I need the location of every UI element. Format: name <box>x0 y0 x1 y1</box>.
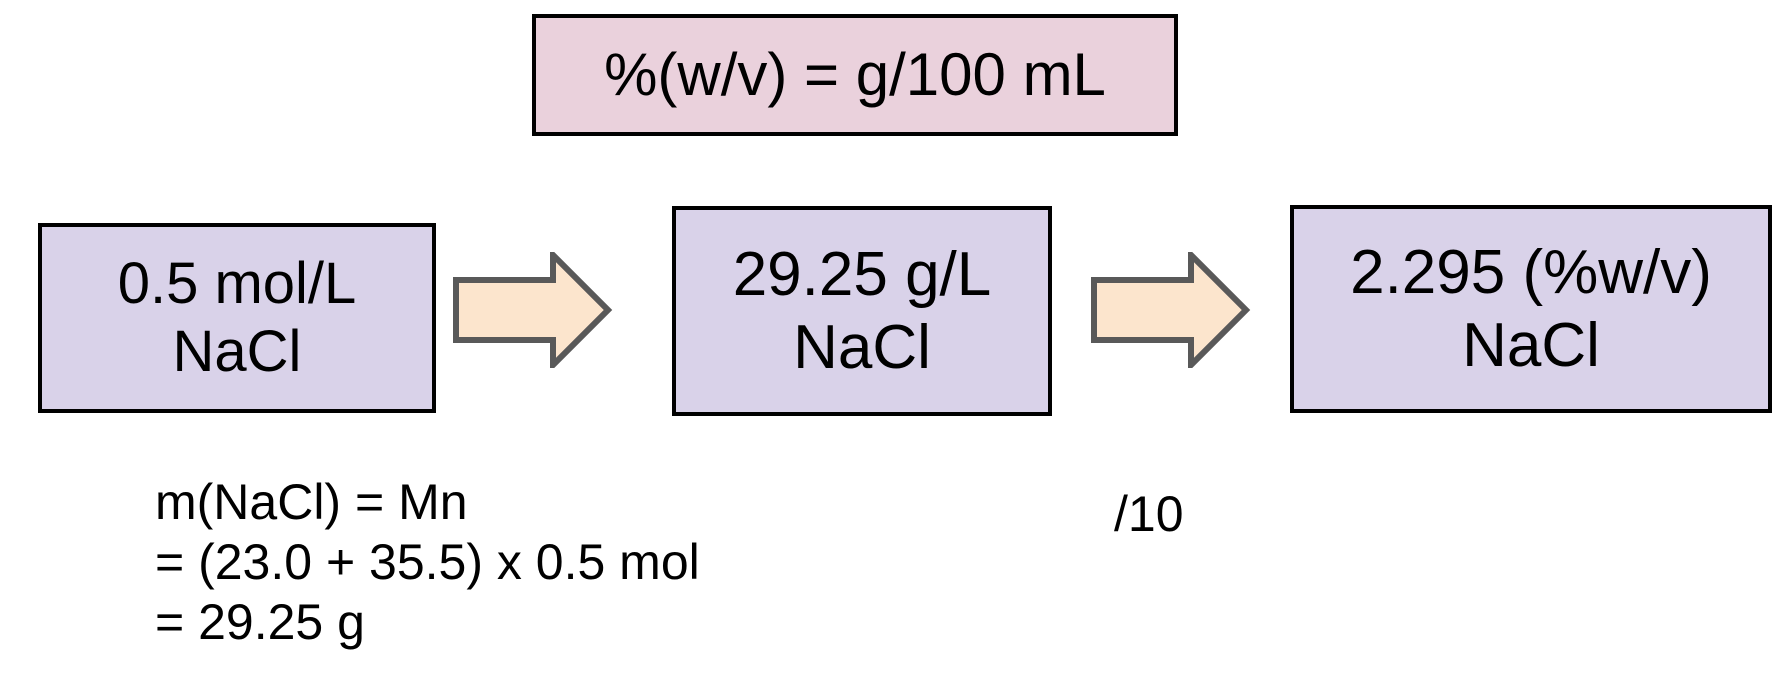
step-2-value: 29.25 g/L <box>732 239 992 309</box>
mass-calculation: m(NaCl) = Mn = (23.0 + 35.5) x 0.5 mol =… <box>155 472 700 652</box>
mass-concentration-box: 29.25 g/L NaCl <box>672 206 1052 416</box>
calculation-line: = (23.0 + 35.5) x 0.5 mol <box>155 534 700 590</box>
right-arrow-icon <box>1091 252 1251 368</box>
formula-box: %(w/v) = g/100 mL <box>532 14 1178 136</box>
step-1-value: 0.5 mol/L <box>117 250 357 316</box>
step-3-value: 2.295 (%w/v) <box>1350 237 1712 307</box>
molar-concentration-box: 0.5 mol/L NaCl <box>38 223 436 413</box>
calculation-line: m(NaCl) = Mn <box>155 474 468 530</box>
formula-text: %(w/v) = g/100 mL <box>604 41 1106 108</box>
divide-by-ten-label: /10 <box>1114 486 1184 542</box>
calculation-line: = 29.25 g <box>155 594 365 650</box>
right-arrow-icon <box>453 252 613 368</box>
percent-concentration-box: 2.295 (%w/v) NaCl <box>1290 205 1772 413</box>
step-2-substance: NaCl <box>793 313 931 382</box>
step-3-substance: NaCl <box>1462 311 1600 380</box>
step-1-substance: NaCl <box>172 319 302 384</box>
